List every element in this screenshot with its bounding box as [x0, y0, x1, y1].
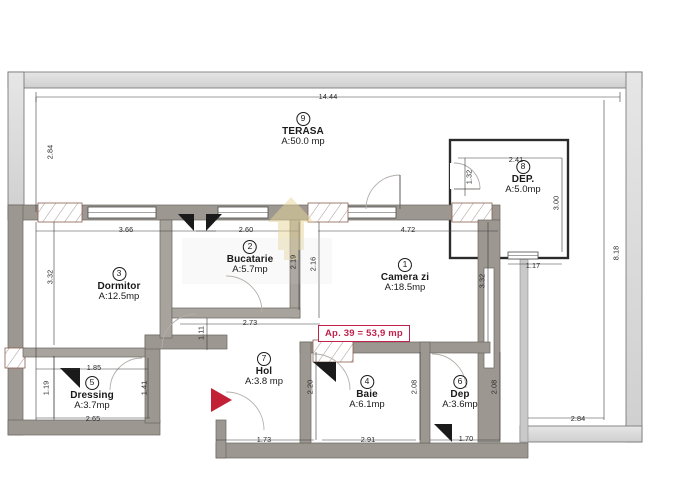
- room-label-dep6: 6 Dep A:3.6mp: [442, 375, 478, 411]
- room-area-bucatarie: A:5.7mp: [232, 264, 268, 276]
- dimension-d-173: 1.73: [256, 435, 272, 444]
- room-name-terasa: TERASA: [282, 126, 324, 137]
- room-label-camera-zi: 1 Camera zi A:18.5mp: [381, 258, 429, 294]
- dimension-d-208-baie: 2.08: [409, 379, 419, 395]
- dimension-d-241: 2.41: [508, 155, 524, 164]
- room-name-dep6: Dep: [450, 389, 470, 400]
- dimension-d-265: 2.65: [85, 414, 101, 423]
- room-area-dep6: A:3.6mp: [442, 399, 478, 411]
- room-label-bucatarie: 2 Bucatarie A:5.7mp: [227, 240, 273, 276]
- room-number-9: 9: [281, 112, 324, 126]
- room-area-hol: A:3.8 mp: [244, 376, 284, 388]
- room-name-dressing: Dressing: [70, 390, 114, 401]
- dimension-d-472: 4.72: [400, 225, 416, 234]
- room-number-8: 8: [505, 160, 540, 174]
- dimension-d-111: 1.11: [196, 325, 206, 341]
- dimension-d-284-left: 2.84: [45, 144, 55, 160]
- dimension-d-170: 1.70: [458, 434, 474, 443]
- room-number-2: 2: [227, 240, 273, 254]
- dep-8-structure: [448, 138, 570, 260]
- dimension-d-291: 2.91: [360, 435, 376, 444]
- dimension-d-366: 3.66: [118, 225, 134, 234]
- room-area-baie: A:6.1mp: [349, 399, 385, 411]
- room-number-1: 1: [381, 258, 429, 272]
- room-label-dep8: 8 DEP. A:5.0mp: [505, 160, 541, 196]
- dimension-d-117: 1.17: [525, 261, 541, 270]
- dimension-d-260: 2.60: [238, 225, 254, 234]
- dimension-d-208-dep: 2.08: [489, 379, 499, 395]
- dimension-d-141: 1.41: [139, 380, 149, 396]
- opening-markers: [60, 214, 452, 442]
- room-name-dep8: DEP.: [511, 174, 535, 185]
- room-area-camera-zi: A:18.5mp: [384, 282, 426, 294]
- room-label-dressing: 5 Dressing A:3.7mp: [70, 376, 114, 412]
- dimension-d-818: 8.18: [611, 245, 621, 261]
- dimension-d-332-left: 3.32: [45, 269, 55, 285]
- dimension-d-132: 1.32: [464, 169, 474, 185]
- dimension-d-284-bottom: 2.84: [570, 414, 586, 423]
- room-area-dressing: A:3.7mp: [74, 400, 110, 412]
- dimension-d-1444: 14.44: [318, 92, 338, 101]
- dimension-lines: [35, 92, 621, 441]
- room-label-hol: 7 Hol A:3.8 mp: [245, 352, 283, 388]
- room-label-terasa: 9 TERASA A:50.0 mp: [281, 112, 325, 148]
- room-name-camera-zi: Camera zi: [380, 272, 430, 283]
- dimension-d-219: 2.19: [288, 254, 298, 270]
- watermark-logo: [182, 197, 332, 284]
- room-number-4: 4: [349, 375, 384, 389]
- room-area-terasa: A:50.0 mp: [281, 136, 325, 148]
- apartment-total-badge: Ap. 39 = 53,9 mp: [318, 325, 410, 342]
- room-name-bucatarie: Bucatarie: [226, 254, 274, 265]
- entrance-arrow-icon: [211, 388, 232, 412]
- room-area-dep8: A:5.0mp: [505, 184, 541, 196]
- dimension-d-300: 3.00: [551, 195, 561, 211]
- room-area-dormitor: A:12.5mp: [98, 291, 140, 303]
- room-name-baie: Baie: [356, 389, 378, 400]
- dimension-d-220: 2.20: [305, 379, 315, 395]
- room-name-hol: Hol: [255, 366, 273, 377]
- dimension-d-216: 2.16: [308, 256, 318, 272]
- apartment-walls: [4, 202, 529, 459]
- dimension-d-185: 1.85: [86, 363, 102, 372]
- room-number-6: 6: [442, 375, 477, 389]
- dimension-d-332-right: 3.32: [477, 273, 487, 289]
- room-number-3: 3: [97, 267, 140, 281]
- room-number-7: 7: [245, 352, 283, 366]
- dimension-d-119: 1.19: [41, 380, 51, 396]
- room-label-baie: 4 Baie A:6.1mp: [349, 375, 385, 411]
- outer-shell: [7, 71, 643, 443]
- dimension-d-273: 2.73: [242, 318, 258, 327]
- room-name-dormitor: Dormitor: [97, 281, 141, 292]
- room-label-dormitor: 3 Dormitor A:12.5mp: [97, 267, 140, 303]
- room-number-5: 5: [70, 376, 114, 390]
